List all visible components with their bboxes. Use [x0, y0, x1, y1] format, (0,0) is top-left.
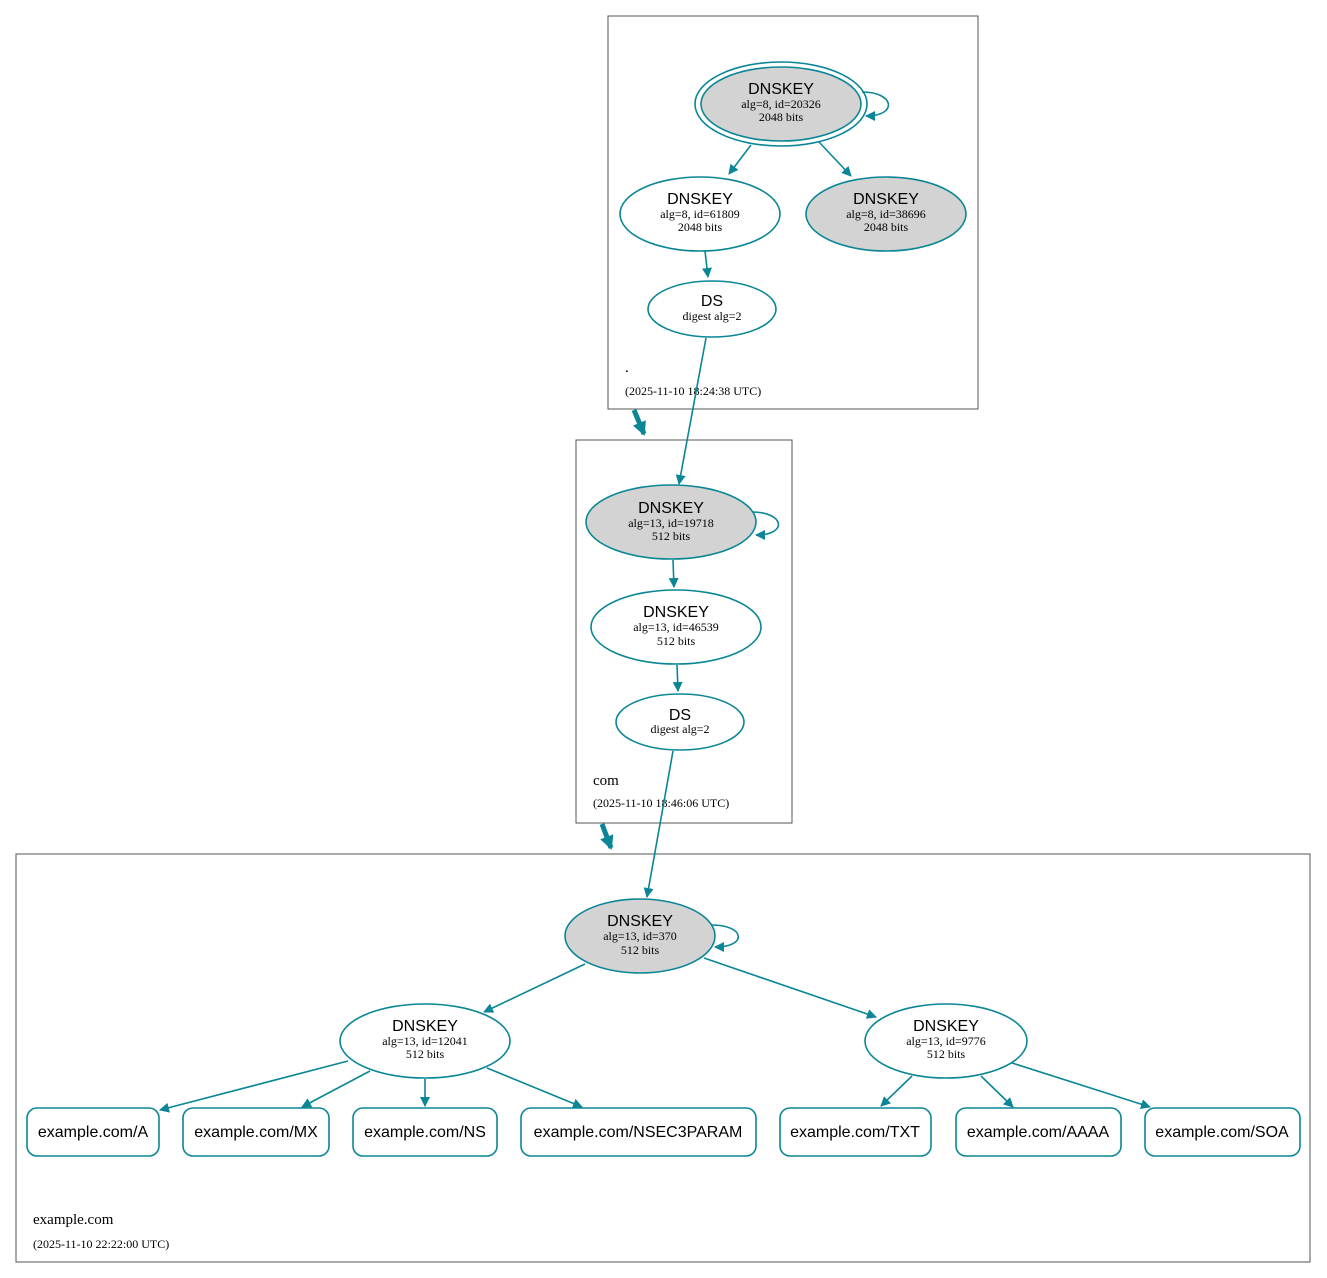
- svg-text:example.com/MX: example.com/MX: [194, 1124, 318, 1141]
- svg-text:digest alg=2: digest alg=2: [650, 722, 709, 736]
- edge-root-ds-com-ksk: [675, 337, 707, 485]
- zone-example-name: example.com: [33, 1212, 114, 1228]
- edge-ex-ksk-zsk1: [483, 963, 586, 1013]
- svg-text:2048 bits: 2048 bits: [864, 220, 909, 234]
- svg-text:alg=13, id=19718: alg=13, id=19718: [628, 516, 714, 530]
- svg-text:alg=8, id=20326: alg=8, id=20326: [741, 97, 821, 111]
- node-root-zsk2: DNSKEY alg=8, id=38696 2048 bits: [805, 176, 967, 252]
- svg-text:DNSKEY: DNSKEY: [748, 81, 814, 98]
- delegation-arrow-com-example: [599, 823, 614, 850]
- svg-text:2048 bits: 2048 bits: [759, 110, 804, 124]
- edge-zsk1-nsec3param: [486, 1067, 583, 1109]
- svg-text:512 bits: 512 bits: [657, 634, 696, 648]
- svg-text:DNSKEY: DNSKEY: [643, 604, 709, 621]
- svg-text:example.com/TXT: example.com/TXT: [790, 1124, 920, 1141]
- node-com-ds: DS digest alg=2: [615, 693, 745, 751]
- svg-text:DNSKEY: DNSKEY: [667, 191, 733, 208]
- svg-text:example.com/SOA: example.com/SOA: [1155, 1124, 1289, 1141]
- rrset-ns: example.com/NS: [352, 1107, 498, 1157]
- svg-text:DNSKEY: DNSKEY: [913, 1018, 979, 1035]
- svg-text:alg=8, id=61809: alg=8, id=61809: [660, 207, 740, 221]
- rrset-nsec3param: example.com/NSEC3PARAM: [520, 1107, 757, 1157]
- edge-root-ksk-zsk1: [728, 144, 752, 175]
- svg-text:512 bits: 512 bits: [927, 1047, 966, 1061]
- svg-text:alg=13, id=370: alg=13, id=370: [603, 929, 677, 943]
- svg-text:alg=13, id=46539: alg=13, id=46539: [633, 620, 719, 634]
- zone-example-time: (2025-11-10 22:22:00 UTC): [33, 1237, 169, 1251]
- edge-com-ds-ex-ksk: [643, 750, 674, 898]
- svg-text:DNSKEY: DNSKEY: [607, 913, 673, 930]
- edge-com-zsk-ds: [672, 664, 683, 692]
- svg-text:DS: DS: [669, 707, 691, 724]
- edge-com-ksk-zsk: [668, 559, 679, 588]
- zone-root-box: [607, 15, 979, 410]
- edge-zsk2-txt: [880, 1075, 913, 1107]
- svg-text:example.com/AAAA: example.com/AAAA: [967, 1124, 1110, 1141]
- svg-text:alg=8, id=38696: alg=8, id=38696: [846, 207, 926, 221]
- svg-text:512 bits: 512 bits: [652, 529, 691, 543]
- zone-example-box: [15, 853, 1311, 1263]
- edge-ex-ksk-self: [711, 924, 740, 952]
- svg-text:example.com/A: example.com/A: [38, 1124, 149, 1141]
- node-example-ksk: DNSKEY alg=13, id=370 512 bits: [564, 898, 716, 974]
- svg-text:DNSKEY: DNSKEY: [638, 500, 704, 517]
- svg-text:alg=13, id=12041: alg=13, id=12041: [382, 1034, 468, 1048]
- svg-text:DNSKEY: DNSKEY: [392, 1018, 458, 1035]
- svg-text:DS: DS: [701, 293, 723, 310]
- edge-zsk2-soa: [1011, 1062, 1151, 1110]
- svg-text:2048 bits: 2048 bits: [678, 220, 723, 234]
- edge-zsk2-aaaa: [980, 1075, 1014, 1108]
- edge-root-ksk-zsk2: [818, 141, 852, 177]
- zone-root-name: .: [625, 360, 629, 376]
- node-root-zsk1: DNSKEY alg=8, id=61809 2048 bits: [619, 176, 781, 252]
- svg-text:alg=13, id=9776: alg=13, id=9776: [906, 1034, 986, 1048]
- rrset-a: example.com/A: [26, 1107, 160, 1157]
- node-com-zsk: DNSKEY alg=13, id=46539 512 bits: [590, 589, 762, 665]
- svg-text:DNSKEY: DNSKEY: [853, 191, 919, 208]
- zone-com-box: [575, 439, 793, 824]
- rrset-mx: example.com/MX: [182, 1107, 330, 1157]
- delegation-arrow-root-com: [631, 409, 647, 436]
- edge-zsk1-a: [159, 1060, 349, 1113]
- node-example-zsk2: DNSKEY alg=13, id=9776 512 bits: [864, 1003, 1028, 1079]
- svg-text:example.com/NS: example.com/NS: [364, 1124, 486, 1141]
- zone-com-name: com: [593, 773, 619, 789]
- rrset-soa: example.com/SOA: [1144, 1107, 1301, 1157]
- edge-root-zsk1-ds: [702, 250, 712, 278]
- edge-root-ksk-self: [861, 91, 890, 121]
- zone-root-time: (2025-11-10 18:24:38 UTC): [625, 384, 761, 398]
- node-com-ksk: DNSKEY alg=13, id=19718 512 bits: [585, 484, 757, 560]
- edge-ex-ksk-zsk2: [703, 957, 877, 1019]
- svg-text:digest alg=2: digest alg=2: [682, 309, 741, 323]
- edge-zsk1-mx: [301, 1070, 371, 1108]
- svg-text:example.com/NSEC3PARAM: example.com/NSEC3PARAM: [534, 1124, 743, 1141]
- svg-text:512 bits: 512 bits: [406, 1047, 445, 1061]
- rrset-aaaa: example.com/AAAA: [955, 1107, 1122, 1157]
- zone-com-time: (2025-11-10 18:46:06 UTC): [593, 796, 729, 810]
- edge-com-ksk-self: [751, 511, 780, 540]
- svg-text:512 bits: 512 bits: [621, 943, 660, 957]
- node-root-ds: DS digest alg=2: [647, 280, 777, 338]
- rrset-txt: example.com/TXT: [779, 1107, 932, 1157]
- node-example-zsk1: DNSKEY alg=13, id=12041 512 bits: [339, 1003, 511, 1079]
- node-root-ksk: DNSKEY alg=8, id=20326 2048 bits: [694, 61, 868, 147]
